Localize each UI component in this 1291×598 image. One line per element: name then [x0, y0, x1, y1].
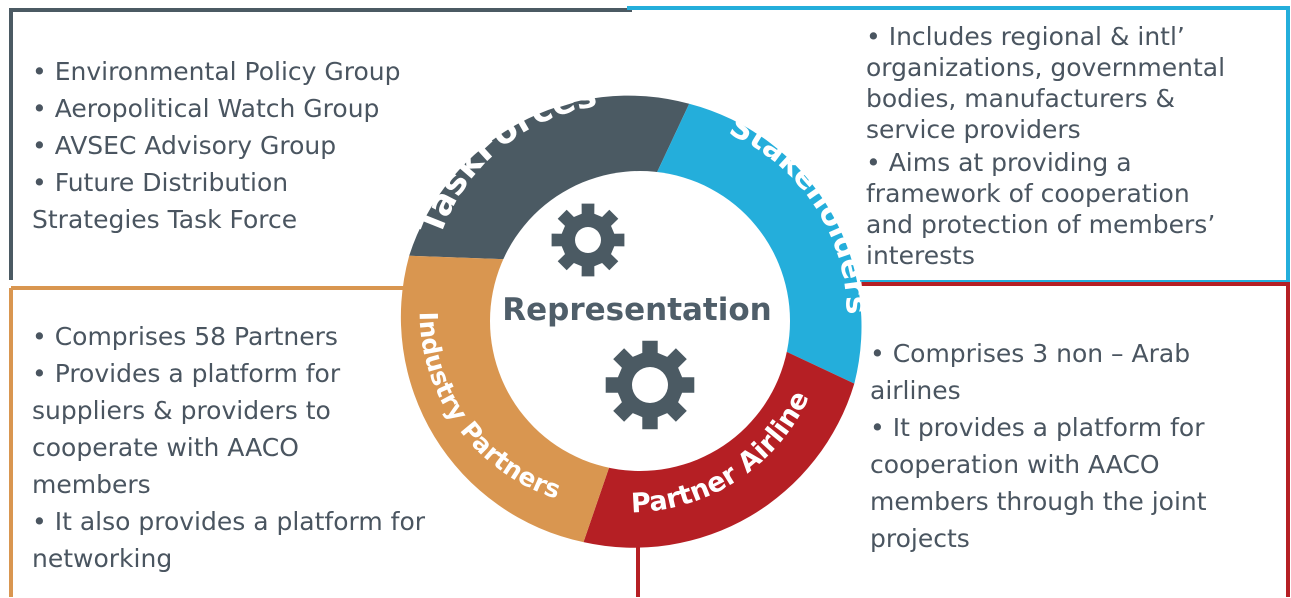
text-line: and protection of members’ — [866, 210, 1215, 239]
text-line: networking — [32, 544, 172, 573]
text-line: Strategies Task Force — [32, 205, 297, 234]
text-line: • Aims at providing a — [866, 148, 1132, 177]
stakeholders-text: • Includes regional & intl’ organization… — [866, 22, 1233, 270]
text-line: • Comprises 3 non – Arab — [870, 339, 1190, 368]
text-line: • Aeropolitical Watch Group — [32, 94, 379, 123]
text-line: • It provides a platform for — [870, 413, 1205, 442]
taskforces-text: • Environmental Policy Group • Aeropolit… — [32, 57, 408, 234]
text-line: • Comprises 58 Partners — [32, 322, 338, 351]
text-line: cooperate with AACO — [32, 433, 299, 462]
industry-partners-frame — [9, 286, 408, 597]
text-line: bodies, manufacturers & — [866, 84, 1175, 113]
text-line: cooperation with AACO — [870, 450, 1160, 479]
text-line: • Includes regional & intl’ — [866, 22, 1185, 51]
taskforces-frame — [9, 8, 632, 280]
text-line: suppliers & providers to — [32, 396, 331, 425]
partner-airlines-text: • Comprises 3 non – Arab airlines • It p… — [870, 339, 1215, 553]
text-line: interests — [866, 241, 975, 270]
text-line: • It also provides a platform for — [32, 507, 426, 536]
text-line: • Environmental Policy Group — [32, 57, 401, 86]
industry-partners-text: • Comprises 58 Partners • Provides a pla… — [32, 322, 433, 573]
text-line: airlines — [870, 376, 961, 405]
text-line: • AVSEC Advisory Group — [32, 131, 336, 160]
gear-hole — [632, 367, 668, 403]
center-title: Representation — [502, 292, 772, 328]
text-line: service providers — [866, 115, 1081, 144]
text-line: • Future Distribution — [32, 168, 288, 197]
text-line: projects — [870, 524, 970, 553]
gear-hole — [575, 227, 601, 253]
text-line: organizations, governmental — [866, 53, 1225, 82]
text-line: framework of cooperation — [866, 179, 1190, 208]
text-line: • Provides a platform for — [32, 359, 341, 388]
text-line: members through the joint — [870, 487, 1207, 516]
text-line: members — [32, 470, 151, 499]
